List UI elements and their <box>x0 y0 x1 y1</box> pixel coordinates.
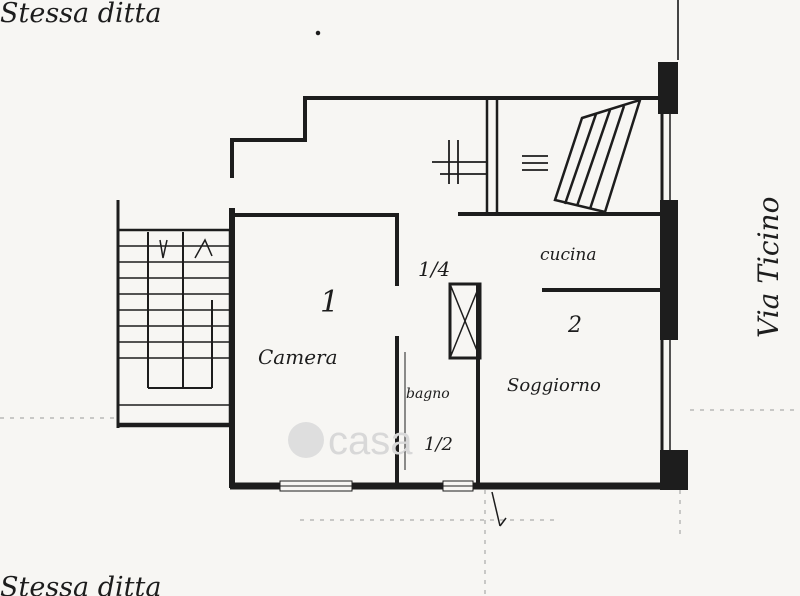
street-label: Via Ticino <box>752 197 785 338</box>
header-note: Stessa ditta <box>0 0 161 29</box>
scan-guides <box>0 409 800 596</box>
cucina-label: cucina <box>540 245 597 265</box>
camera-number: 1 <box>320 285 339 320</box>
soggiorno-number: 2 <box>567 313 582 338</box>
kitchen-fixtures <box>432 140 548 184</box>
bagno-label: bagno <box>406 386 450 402</box>
watermark-logo: casa <box>288 419 413 463</box>
camera-label: Camera <box>258 345 338 369</box>
bottom-windows <box>279 480 474 492</box>
hatched-element <box>553 98 642 214</box>
watermark-text: casa <box>328 419 413 463</box>
ventilation-shaft <box>448 282 482 360</box>
house-icon <box>288 422 324 458</box>
staircase <box>116 200 232 428</box>
disimpegno-number: 1/4 <box>418 257 450 281</box>
misc-marks <box>315 30 507 527</box>
soggiorno-label: Soggiorno <box>507 375 601 396</box>
footer-note: Stessa ditta <box>0 572 161 596</box>
bagno-number: 1/2 <box>424 434 453 455</box>
interior-walls <box>232 98 662 486</box>
